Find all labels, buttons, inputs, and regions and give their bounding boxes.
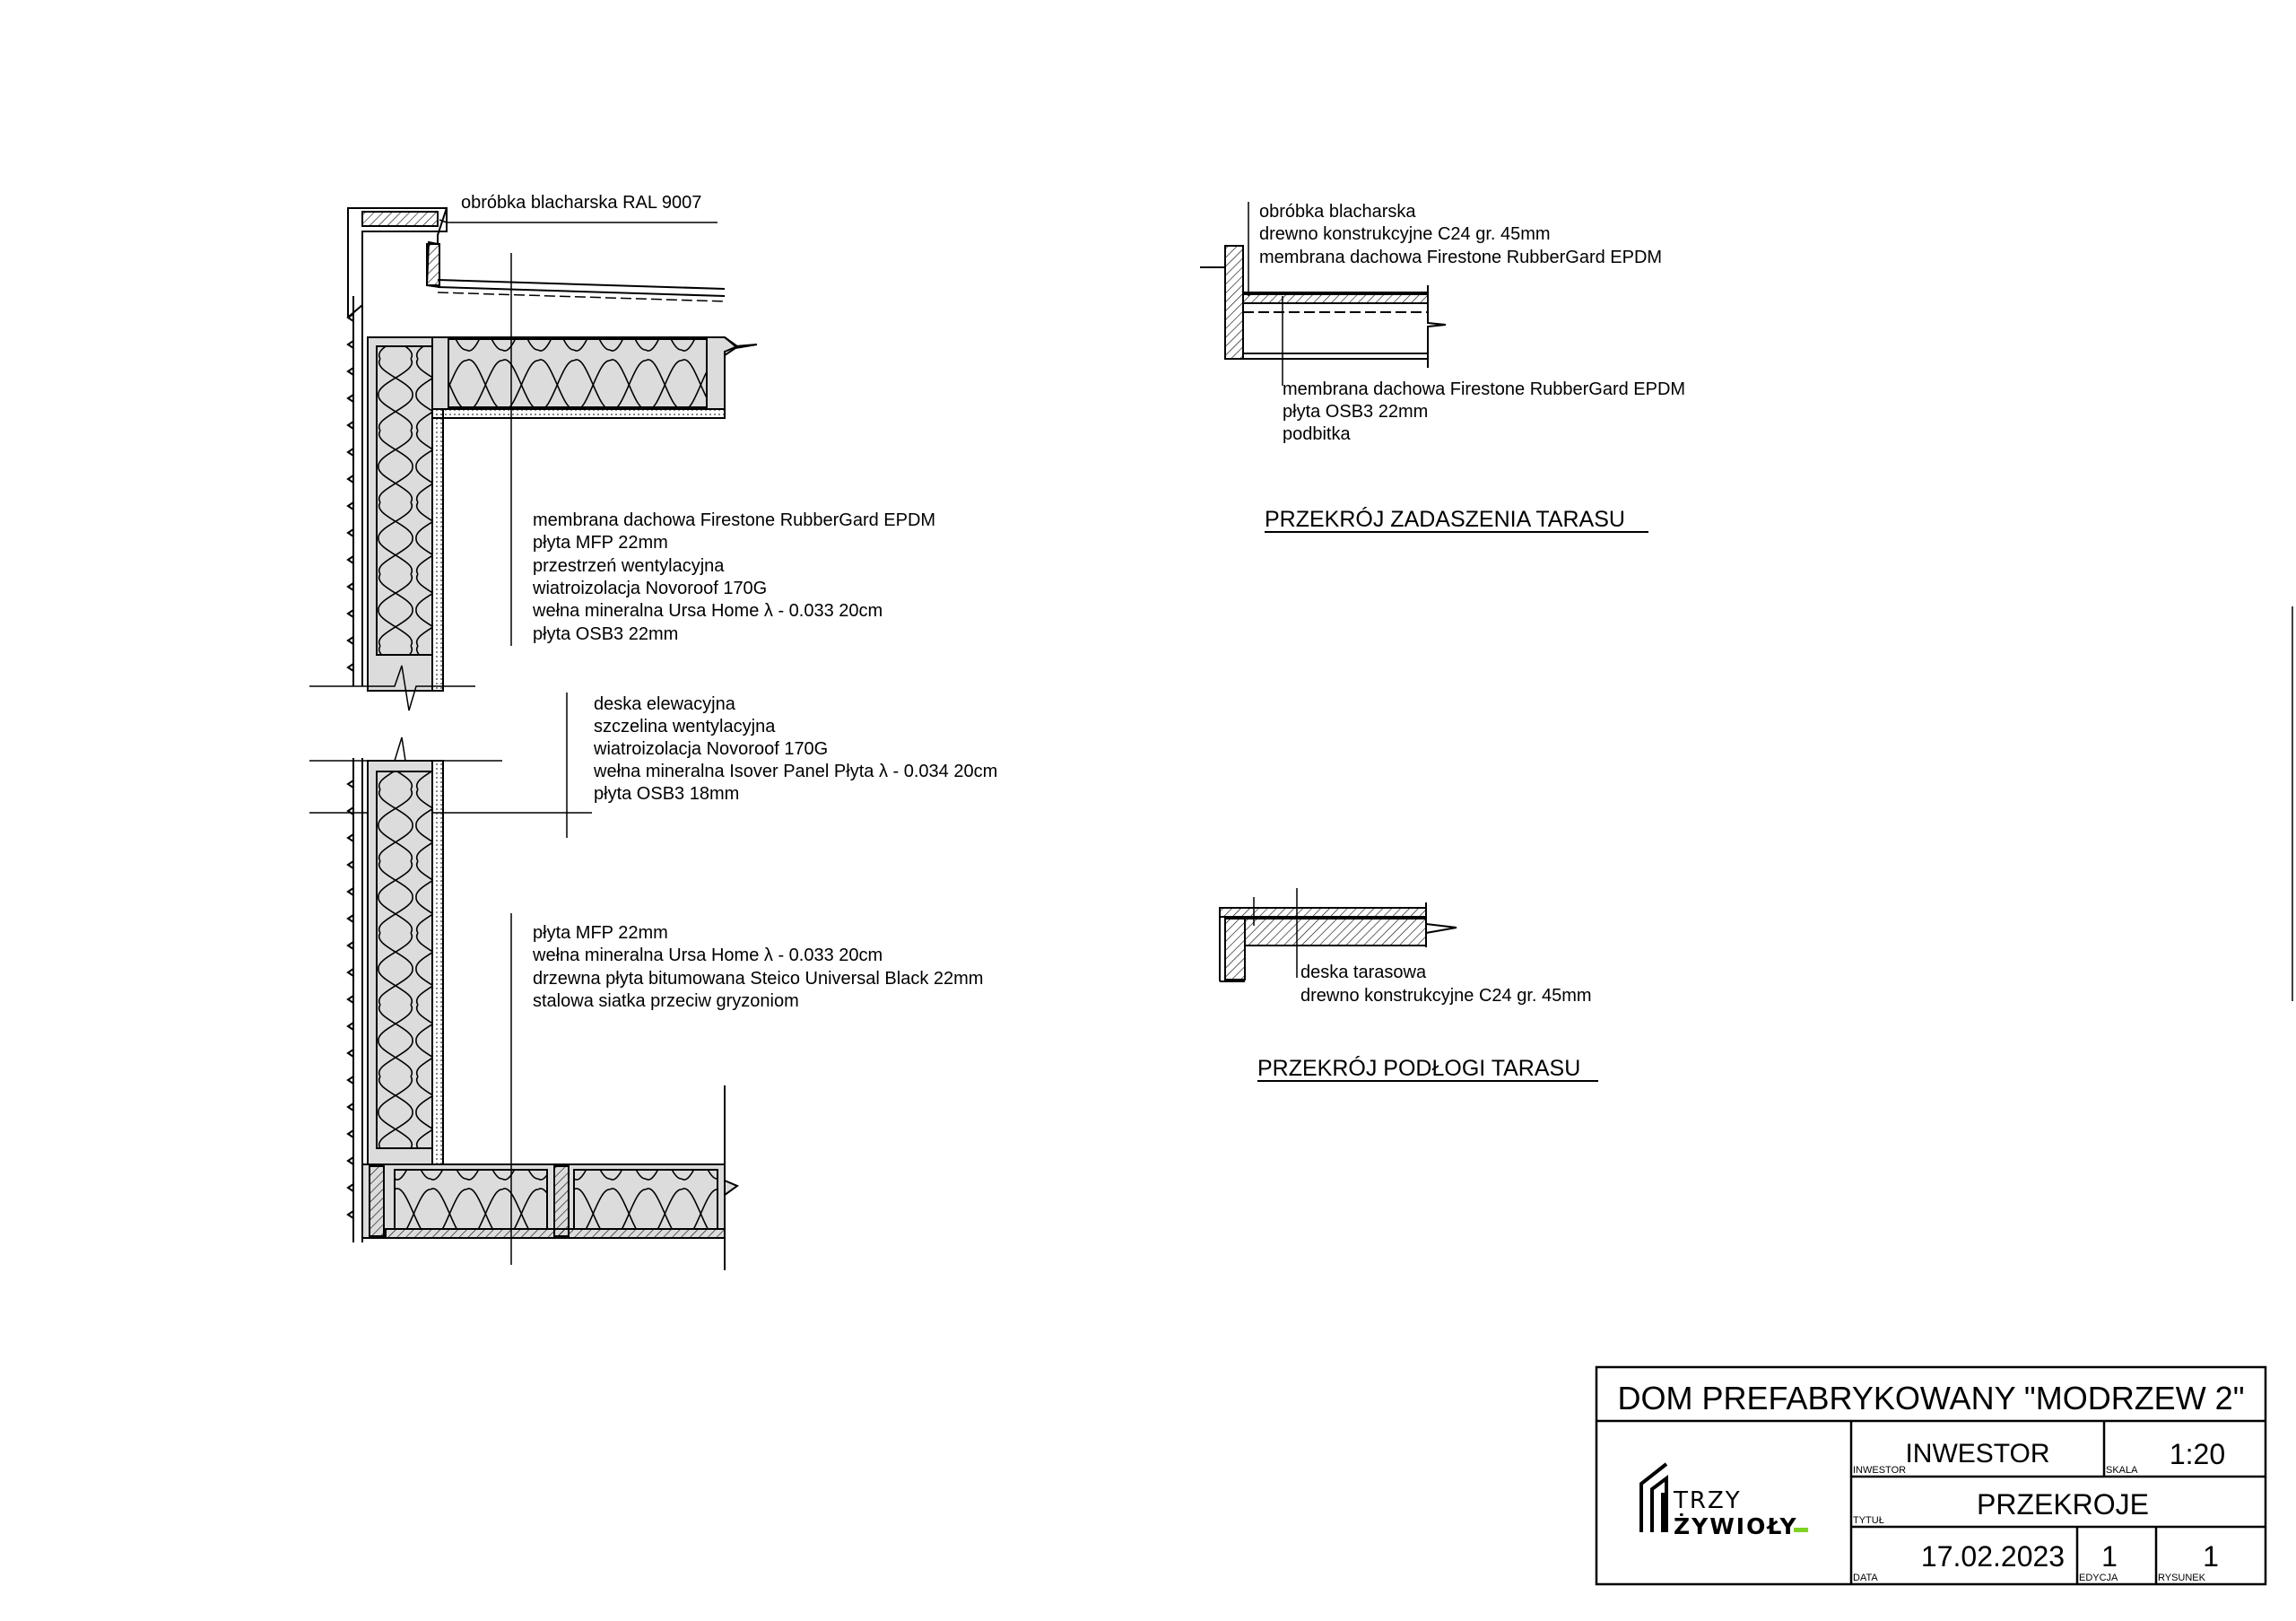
wall-lower bbox=[367, 760, 444, 1165]
floor-layers: płyta MFP 22mm wełna mineralna Ursa Home… bbox=[532, 923, 983, 1011]
roof-layers: membrana dachowa Firestone RubberGard EP… bbox=[532, 510, 935, 644]
roof-layer: płyta MFP 22mm bbox=[533, 533, 668, 553]
floor-layer: płyta MFP 22mm bbox=[533, 923, 668, 943]
roof-layer: przestrzeń wentylacyjna bbox=[533, 556, 725, 576]
terrace-roof-top-layer: membrana dachowa Firestone RubberGard EP… bbox=[1259, 248, 1662, 267]
project-name: DOM PREFABRYKOWANY "MODRZEW 2" bbox=[1618, 1380, 2245, 1416]
investor-value: INWESTOR bbox=[1905, 1439, 2049, 1468]
date-value: 17.02.2023 bbox=[1921, 1540, 2065, 1573]
drawing-title-value: PRZEKROJE bbox=[1977, 1488, 2149, 1521]
top-label: obróbka blacharska RAL 9007 bbox=[461, 193, 701, 213]
terrace-floor-layer: drewno konstrukcyjne C24 gr. 45mm bbox=[1300, 986, 1592, 1006]
scale-value: 1:20 bbox=[2170, 1438, 2225, 1470]
scale-caption: SKALA bbox=[2106, 1465, 2138, 1476]
logo-text-line2: ŻYWIOŁY bbox=[1674, 1513, 1798, 1539]
break-lines bbox=[309, 665, 592, 838]
terrace-roof-bottom-layer: membrana dachowa Firestone RubberGard EP… bbox=[1283, 379, 1685, 399]
main-section-drawing: obróbka blacharska RAL 9007 membrana dac… bbox=[309, 193, 997, 1270]
parapet-flashing bbox=[347, 207, 726, 317]
roof-layer: membrana dachowa Firestone RubberGard EP… bbox=[533, 510, 935, 530]
terrace-roof-top-layer: drewno konstrukcyjne C24 gr. 45mm bbox=[1259, 224, 1551, 244]
terrace-roof-bottom-layer: płyta OSB3 22mm bbox=[1283, 402, 1428, 422]
company-logo: TRZY ŻYWIOŁY bbox=[1639, 1462, 1808, 1539]
drawing-number-value: 1 bbox=[2203, 1540, 2219, 1573]
terrace-floor-drawing: deska tarasowa drewno konstrukcyjne C24 … bbox=[1219, 888, 1598, 1082]
logo-accent-bar bbox=[1794, 1528, 1808, 1532]
roof-layer: wełna mineralna Ursa Home λ - 0.033 20cm bbox=[532, 601, 883, 621]
floor-layer: wełna mineralna Ursa Home λ - 0.033 20cm bbox=[532, 946, 883, 965]
floor-layer: drzewna płyta bitumowana Steico Universa… bbox=[533, 969, 983, 989]
roof-layer: płyta OSB3 22mm bbox=[533, 624, 678, 644]
terrace-floor-title: PRZEKRÓJ PODŁOGI TARASU bbox=[1257, 1055, 1580, 1081]
logo-text-line1: TRZY bbox=[1673, 1487, 1742, 1514]
title-caption: TYTUŁ bbox=[1853, 1515, 1884, 1526]
wall-upper bbox=[367, 336, 444, 692]
terrace-roof-top-layer: obróbka blacharska bbox=[1259, 202, 1416, 222]
roof-block bbox=[431, 336, 758, 419]
wall-layers: deska elewacyjna szczelina wentylacyjna … bbox=[593, 694, 997, 804]
investor-caption: INWESTOR bbox=[1853, 1465, 1906, 1476]
leader-lines bbox=[439, 219, 718, 1265]
terrace-floor-layer: deska tarasowa bbox=[1300, 963, 1427, 982]
wall-layer: deska elewacyjna bbox=[594, 694, 736, 714]
wall-layer: wiatroizolacja Novoroof 170G bbox=[593, 739, 828, 759]
floor-layer: stalowa siatka przeciw gryzoniom bbox=[533, 991, 799, 1011]
edition-caption: EDYCJA bbox=[2079, 1573, 2118, 1583]
drawing-number-caption: RYSUNEK bbox=[2158, 1573, 2206, 1583]
terrace-roof-drawing: obróbka blacharska drewno konstrukcyjne … bbox=[1200, 202, 1685, 533]
terrace-roof-title: PRZEKRÓJ ZADASZENIA TARASU bbox=[1265, 506, 1625, 532]
logo-mark-icon bbox=[1639, 1462, 1668, 1532]
wall-layer: szczelina wentylacyjna bbox=[594, 717, 776, 736]
wall-layer: wełna mineralna Isover Panel Płyta λ - 0… bbox=[593, 762, 997, 781]
wall-layer: płyta OSB3 18mm bbox=[594, 784, 739, 804]
roof-layer: wiatroizolacja Novoroof 170G bbox=[532, 579, 767, 598]
floor-block bbox=[361, 1085, 740, 1270]
facade-siding bbox=[346, 296, 363, 1242]
title-block: DOM PREFABRYKOWANY "MODRZEW 2" INWESTOR … bbox=[1595, 1365, 2267, 1586]
date-caption: DATA bbox=[1853, 1573, 1878, 1583]
edition-value: 1 bbox=[2101, 1540, 2118, 1573]
terrace-roof-bottom-layer: podbitka bbox=[1283, 424, 1351, 444]
